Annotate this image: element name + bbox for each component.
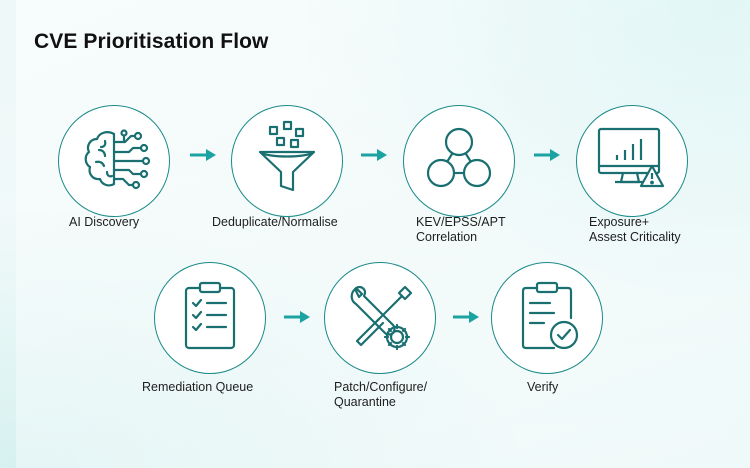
step-patch-configure-quarantine: [324, 262, 436, 374]
background-panel: [16, 0, 750, 468]
flow-arrow-4: [284, 311, 310, 323]
clipboard-checklist-icon: [184, 281, 236, 350]
funnel-icon: [258, 120, 316, 192]
step-verify: [491, 262, 603, 374]
flow-arrow-2: [361, 149, 387, 161]
wrench-screwdriver-gear-icon: [350, 285, 413, 351]
step-label-correlation-line1: KEV/EPSS/APT: [416, 215, 506, 229]
step-label-exposure-line1: Exposure+: [589, 215, 650, 229]
page-title: CVE Prioritisation Flow: [34, 30, 269, 53]
flow-arrow-3: [534, 149, 560, 161]
monitor-warning-icon: [597, 127, 665, 188]
step-label-exposure-line2: Assest Criticality: [589, 230, 681, 244]
brain-circuit-icon: [84, 129, 151, 190]
step-label-deduplicate: Deduplicate/Normalise: [212, 215, 338, 229]
step-ai-discovery: [58, 105, 170, 217]
step-label-remediation-queue: Remediation Queue: [142, 380, 254, 394]
step-label-patch-line1: Patch/Configure/: [334, 380, 428, 394]
step-kev-epss-apt-correlation: [403, 105, 515, 217]
step-exposure-asset-criticality: [576, 105, 688, 217]
flow-arrow-5: [453, 311, 479, 323]
step-label-ai-discovery: AI Discovery: [69, 215, 140, 229]
step-label-patch-line2: Quarantine: [334, 395, 396, 409]
step-label-correlation-line2: Correlation: [416, 230, 478, 244]
clipboard-check-icon: [521, 281, 579, 350]
step-remediation-queue: [154, 262, 266, 374]
three-circles-icon: [426, 127, 492, 188]
step-deduplicate-normalise: [231, 105, 343, 217]
step-label-verify: Verify: [527, 380, 559, 394]
flow-arrow-1: [190, 149, 216, 161]
